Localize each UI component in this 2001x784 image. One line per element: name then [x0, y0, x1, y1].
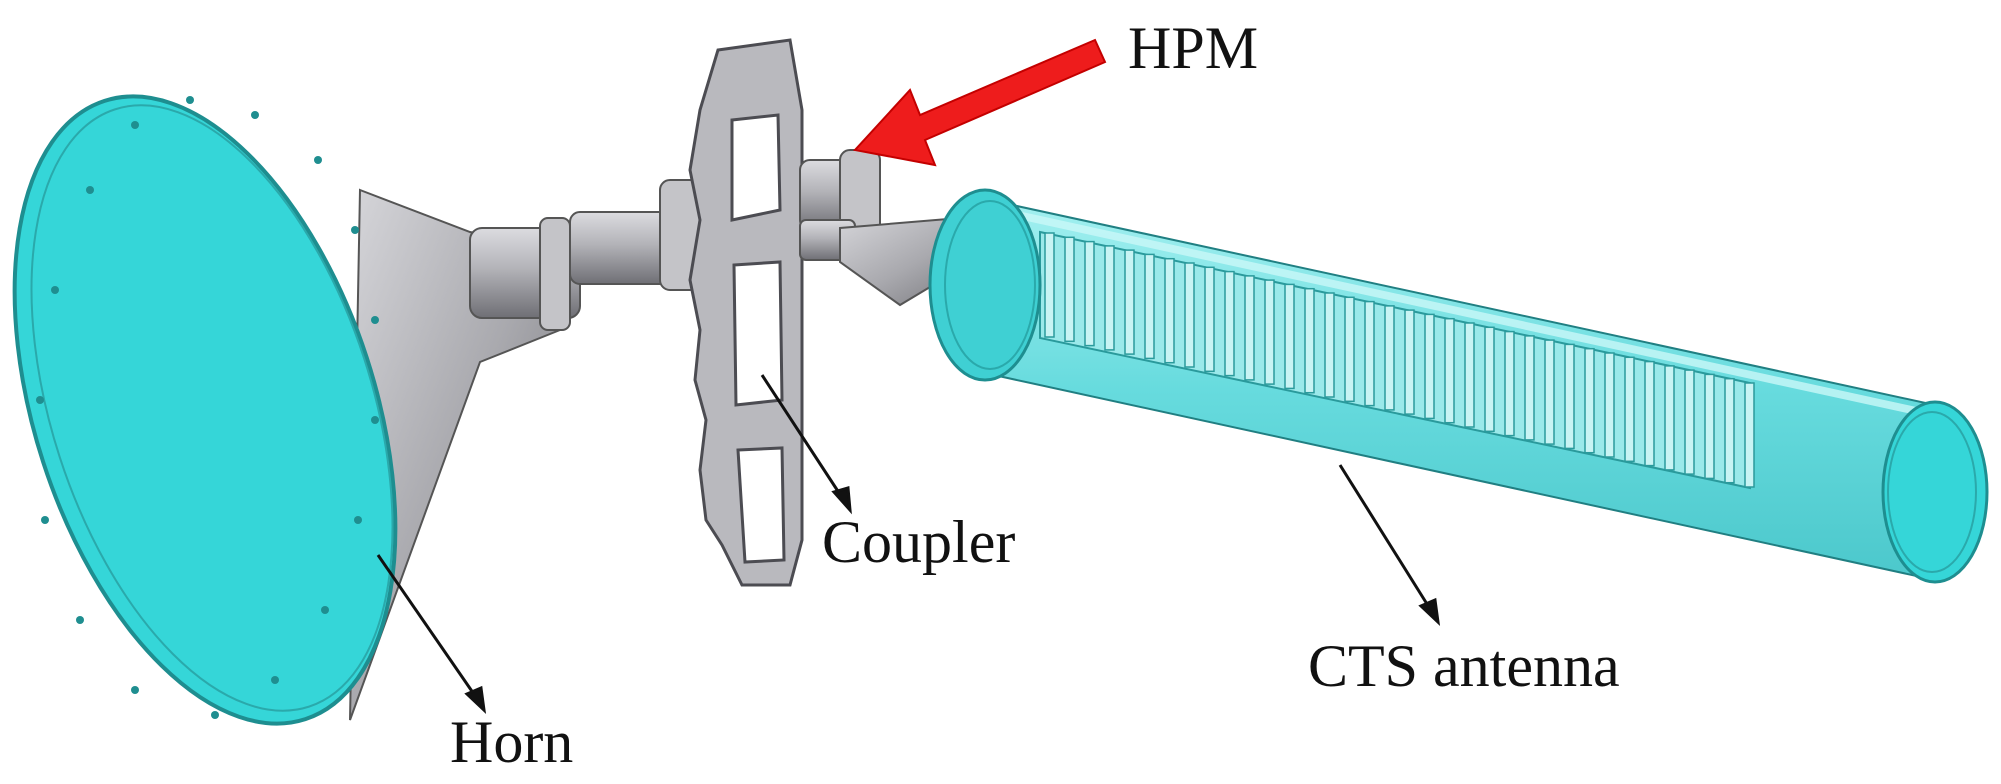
cts-antenna — [928, 188, 1989, 584]
cts-fins — [1044, 232, 1755, 488]
cts-fin — [1384, 305, 1395, 411]
cts-fin — [1104, 245, 1115, 351]
cts-fin — [1184, 262, 1195, 368]
cts-fin — [1304, 287, 1315, 394]
coupler-label: Coupler — [822, 509, 1016, 575]
hpm-arrow — [853, 38, 1107, 167]
cts-fin — [1644, 360, 1655, 467]
cts-front-face — [1881, 400, 1989, 584]
cts-leader — [1338, 464, 1434, 613]
cts-fin — [1424, 313, 1435, 420]
cts-fin — [1564, 343, 1575, 450]
cts-fin — [1164, 257, 1175, 364]
cts-fin — [1524, 335, 1535, 441]
hpm-label: HPM — [1128, 15, 1259, 81]
cts-fin — [1364, 300, 1375, 407]
cts-fin — [1144, 253, 1155, 360]
leader-lines — [376, 374, 1441, 714]
cts-fin — [1084, 240, 1095, 347]
cts-fin — [1584, 347, 1595, 454]
cts-fin — [1504, 330, 1515, 437]
horn-label: Horn — [450, 709, 574, 775]
cts-fin — [1204, 266, 1215, 373]
cts-fin — [1064, 236, 1075, 343]
cts-fin — [1484, 326, 1495, 433]
cts-fin — [1324, 292, 1335, 398]
coupler-leader — [760, 374, 847, 503]
flange — [539, 217, 571, 331]
cts-fin — [1704, 373, 1715, 480]
cts-fin — [1664, 365, 1675, 471]
horn-leader — [376, 554, 480, 701]
coupler — [688, 38, 881, 587]
cts-back-cap — [928, 188, 1042, 382]
cts-fin — [1464, 322, 1475, 428]
cts-fin — [1744, 382, 1755, 488]
cts-fin — [1264, 279, 1275, 385]
cts-fin — [1604, 352, 1615, 458]
horn-aperture — [12, 94, 398, 726]
cts-fin — [1624, 356, 1635, 463]
horn-rim-bolts — [36, 96, 379, 719]
horn-aperture-rim — [30, 104, 394, 712]
cts-fin — [1404, 309, 1415, 415]
cts-antenna-label: CTS antenna — [1308, 633, 1620, 699]
cts-fin — [1124, 249, 1135, 355]
cts-fin — [1044, 232, 1055, 338]
horn — [12, 94, 561, 726]
cts-fin — [1684, 369, 1695, 475]
cts-fin — [1544, 339, 1555, 445]
cts-fin — [1444, 317, 1455, 424]
cts-fin — [1724, 377, 1735, 484]
cts-fin — [1224, 270, 1235, 377]
cts-fin — [1244, 275, 1255, 381]
cts-fin — [1284, 283, 1295, 390]
cts-fin — [1344, 296, 1355, 403]
